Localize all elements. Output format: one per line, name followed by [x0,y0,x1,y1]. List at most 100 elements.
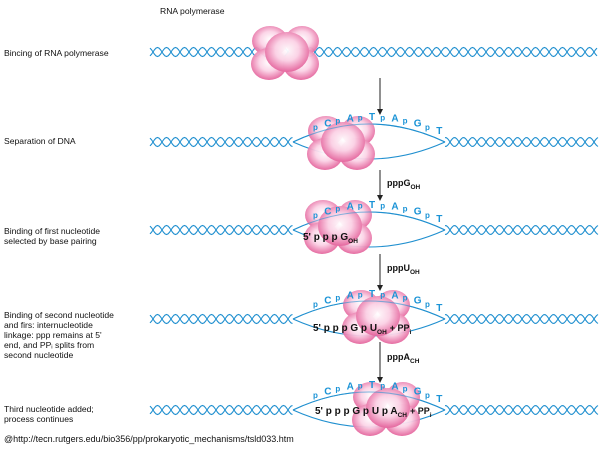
rna-transcript-1-end: OH [348,238,358,245]
template-base: A [391,114,398,125]
dna-helix-right-5 [444,405,599,415]
template-base: p [425,211,430,220]
template-base: A [391,202,398,213]
template-base: p [358,381,363,390]
dna-strand [444,314,599,324]
template-base: T [436,394,442,405]
stage-3-label: Binding of first nucleotide selected by … [4,226,101,246]
template-strand-overlay [292,211,446,231]
incoming-nucleotide-u-sub: OH [410,269,420,276]
rna-polymerase-2 [307,116,375,170]
dna-helix-left-4 [149,313,293,325]
stage-4-label: Binding of second nucleotide and firs: i… [4,310,114,360]
rna-transcript-1: 5' p p p GOH [303,232,358,245]
template-base: G [414,295,422,306]
dna-strand [149,46,598,58]
template-base: p [380,290,385,299]
polymerase-lobe [366,388,410,428]
dna-helix-left-3 [149,224,293,236]
template-base: p [358,290,363,299]
dna-strand [149,136,293,148]
dna-strand [149,136,293,148]
template-base: p [313,211,318,220]
dna-strand [149,404,293,416]
incoming-nucleotide-g-sub: OH [411,184,421,191]
template-base: p [335,385,340,394]
template-base: p [380,201,385,210]
dna-strand [444,405,599,415]
rna-transcript-1-seq: 5' p p p G [303,232,348,243]
stage-2-label: Separation of DNA [4,136,76,146]
dna-helix-1 [149,46,598,58]
rna-polymerase-3 [304,200,372,254]
template-base: p [425,391,430,400]
template-base: p [380,381,385,390]
rna-polymerase-4 [342,290,410,344]
template-base: p [335,294,340,303]
dna-strand [444,225,599,235]
template-base: p [403,205,408,214]
template-base: p [335,205,340,214]
template-base: T [436,126,442,137]
incoming-nucleotide-a: pppACH [387,352,420,365]
template-strand-overlay [292,123,446,143]
template-base: A [391,382,398,393]
dna-strand [444,225,599,235]
dna-strand [149,313,293,325]
dna-strand [149,404,293,416]
rna-transcript-2: 5' p p p G p UOH+ PPi [313,323,412,336]
rna-transcript-2-pyrophosphate-sub: i [410,329,412,336]
template-base: G [414,118,422,129]
template-base: T [436,214,442,225]
template-base: p [403,294,408,303]
template-base: G [414,386,422,397]
template-base: C [324,295,331,306]
template-base: p [403,385,408,394]
template-base: p [380,113,385,122]
template-base: A [347,382,354,393]
polymerase-lobe [265,32,309,72]
dna-strand [444,314,599,324]
template-base: T [369,200,375,211]
stage-1-label: Bincing of RNA polymerase [4,48,109,58]
template-base: C [324,386,331,397]
polymerase-lobe [318,206,362,246]
template-base: p [313,300,318,309]
rna-transcript-3: 5' p p p G p U p ACH+ PPi [315,406,432,419]
dna-helices [149,46,599,428]
template-base: p [425,300,430,309]
template-base: p [335,117,340,126]
template-strand-overlay [292,300,446,320]
rna-polymerase-1 [251,26,319,80]
rna-polymerase-label: RNA polymerase [160,6,225,16]
rna-transcript-2-end: OH [377,329,387,336]
rna-transcript-3-pyrophosphate-sub: i [430,412,432,419]
template-base: p [313,391,318,400]
rna-transcript-2-pyrophosphate: + PP [390,323,410,333]
template-base: T [369,380,375,391]
dna-helix-right-3 [444,225,599,235]
template-base: A [347,114,354,125]
polymerase-layer [251,26,420,436]
dna-helix-right-2 [444,137,599,147]
rna-transcript-3-end: CH [398,412,408,419]
dna-strand [444,137,599,147]
dna-strand [444,137,599,147]
rna-transcript-2-seq: 5' p p p G p U [313,323,377,334]
template-base: C [324,118,331,129]
template-strand-overlay [292,391,446,411]
template-base: G [414,206,422,217]
template-base: C [324,206,331,217]
incoming-nucleotide-u-main: pppU [387,263,410,273]
rna-transcript-3-pyrophosphate: + PP [410,406,430,416]
dna-strand [444,405,599,415]
rna-transcript-3-seq: 5' p p p G p U p A [315,406,398,417]
template-base: A [347,202,354,213]
template-base: T [436,303,442,314]
dna-helix-left-2 [149,136,293,148]
template-base: T [369,289,375,300]
dna-helix-left-5 [149,404,293,416]
